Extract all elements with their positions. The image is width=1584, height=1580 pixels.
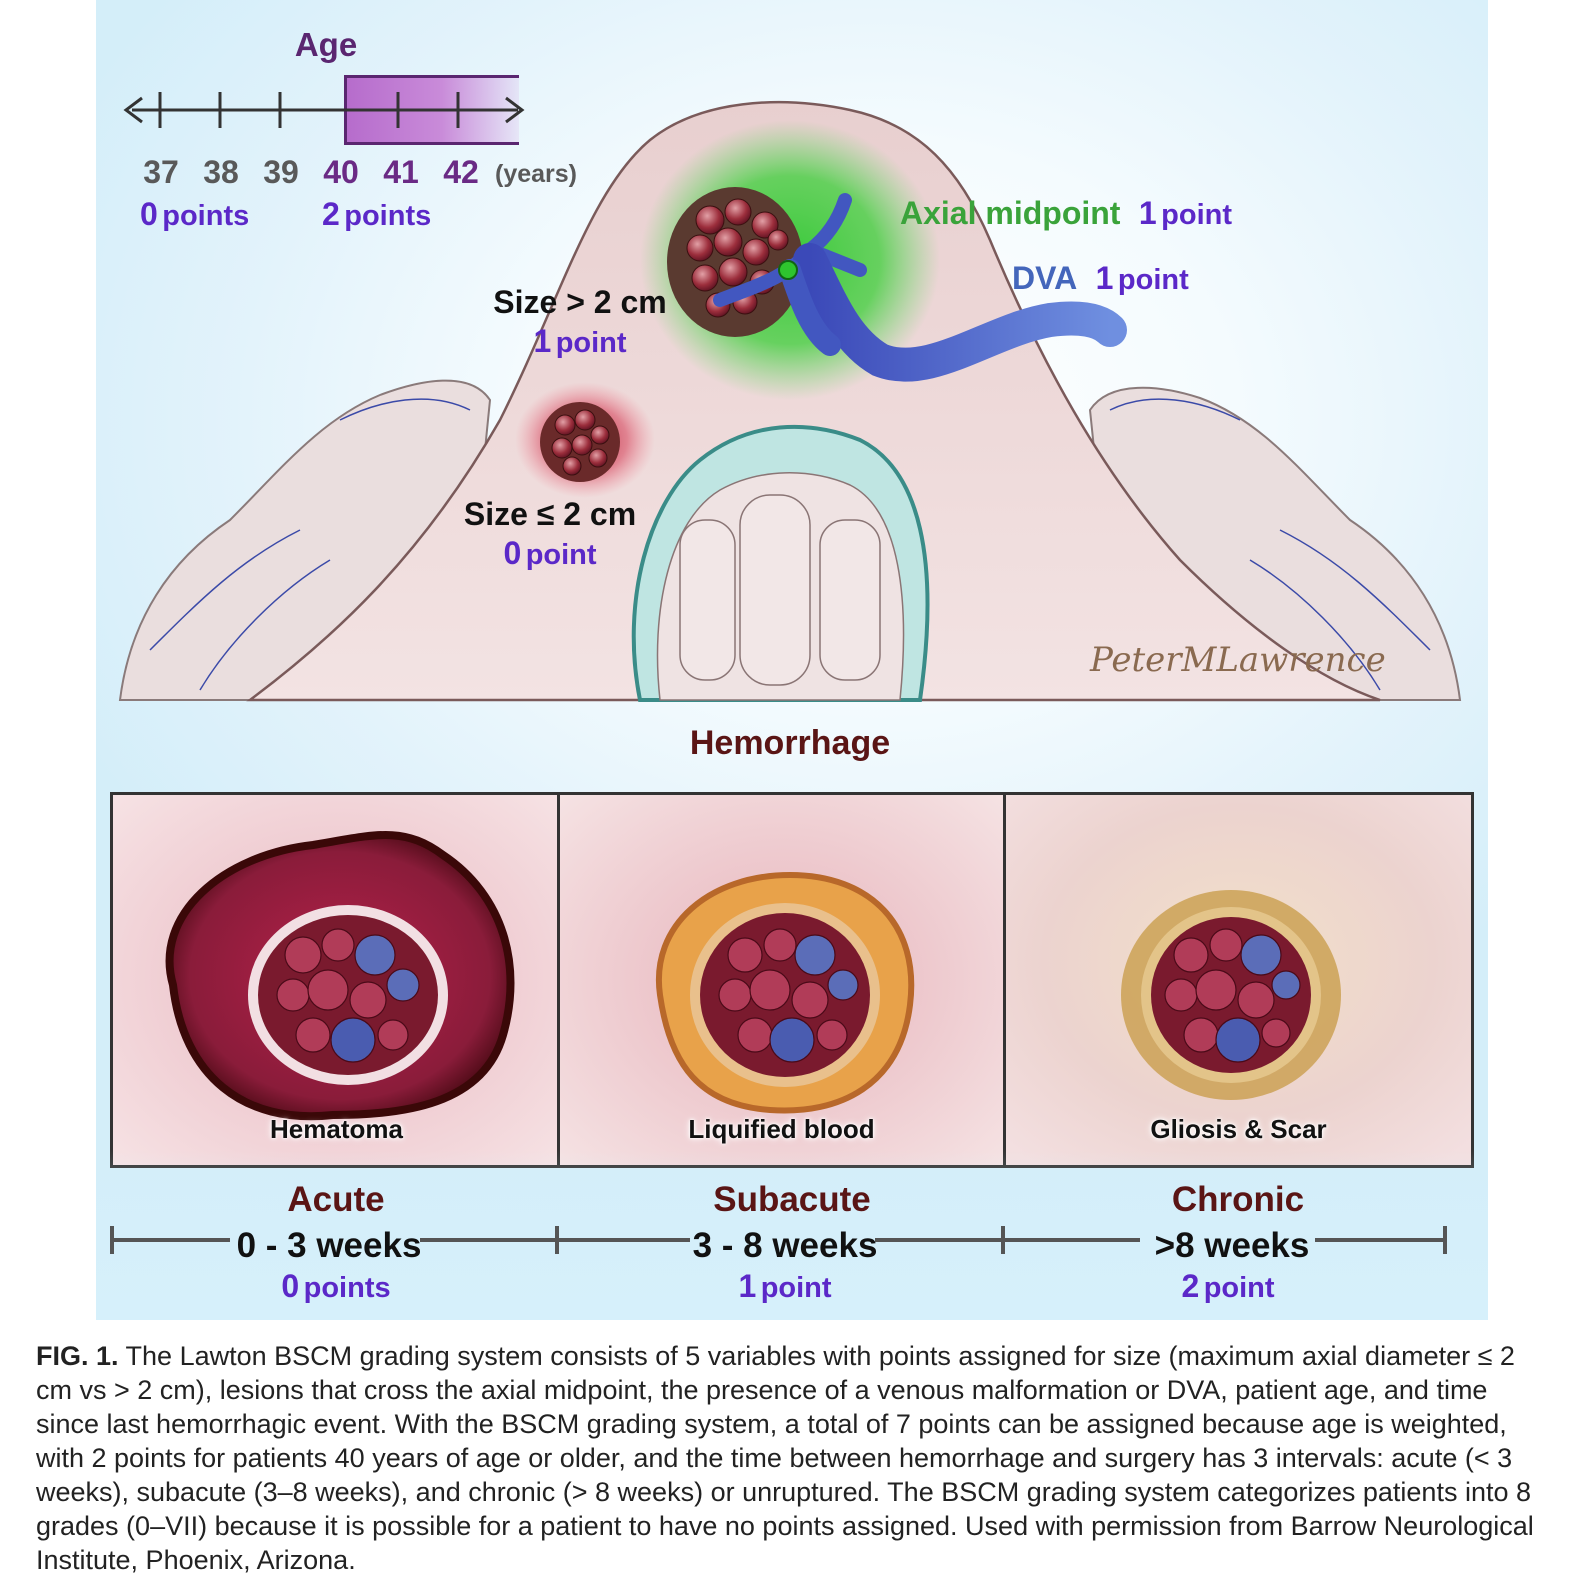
panel-divider-2	[1003, 792, 1006, 1168]
age-points-high: 2 points	[322, 196, 432, 232]
phase-title-acute: Acute	[287, 1180, 385, 1219]
axial-midpoint-label: Axial midpoint 1 point	[900, 195, 1233, 231]
phase-range-chronic: >8 weeks	[1154, 1226, 1310, 1265]
hemorrhage-timeline	[110, 1226, 1447, 1254]
age-tick-42: 42	[443, 154, 479, 190]
age-points-low: 0 points	[140, 196, 250, 232]
age-tick-37: 37	[143, 154, 179, 190]
brainstem-body	[246, 100, 1381, 702]
panel-hematoma: Hematoma	[113, 795, 560, 1165]
age-title: Age	[294, 26, 358, 63]
artist-signature: PeterMLawrence	[1090, 640, 1386, 680]
size-small-label: Size ≤ 2 cm 0 point	[463, 496, 637, 571]
gliosis-scar-illustration	[1006, 795, 1471, 1165]
figure-caption-text: The Lawton BSCM grading system consists …	[36, 1341, 1534, 1575]
panel-divider-1	[557, 792, 560, 1168]
lower-background	[96, 1150, 1488, 1320]
figure-caption: FIG. 1. The Lawton BSCM grading system c…	[36, 1339, 1556, 1577]
panel-caption-liquified-blood: Liquified blood	[688, 1114, 875, 1144]
age-unit: (years)	[495, 160, 577, 188]
brainstem-illustration	[118, 100, 1462, 702]
large-lesion	[667, 187, 803, 337]
liquified-blood-illustration	[560, 795, 1003, 1165]
dva-label: DVA 1 point	[1012, 260, 1189, 296]
panel-caption-hematoma: Hematoma	[270, 1114, 403, 1144]
age-tick-39: 39	[263, 154, 299, 190]
phase-points-subacute: 1 point	[738, 1268, 832, 1304]
phase-range-acute: 0 - 3 weeks	[236, 1226, 422, 1265]
age-tick-40: 40	[323, 154, 359, 190]
hematoma-illustration	[113, 795, 560, 1165]
panel-liquified-blood: Liquified blood	[560, 795, 1003, 1165]
age-tick-41: 41	[383, 154, 419, 190]
age-tick-38: 38	[203, 154, 239, 190]
small-lesion	[515, 382, 655, 498]
phase-title-chronic: Chronic	[1171, 1180, 1305, 1219]
phase-points-chronic: 2 point	[1181, 1268, 1275, 1304]
phase-points-acute: 0 points	[281, 1268, 391, 1304]
age-axis	[123, 92, 525, 128]
panel-caption-gliosis-scar: Gliosis & Scar	[1150, 1114, 1327, 1144]
panel-gliosis-scar: Gliosis & Scar	[1006, 795, 1471, 1165]
phase-title-subacute: Subacute	[713, 1180, 871, 1219]
figure-label: FIG. 1.	[36, 1341, 119, 1371]
fourth-ventricle	[631, 424, 930, 702]
hemorrhage-title: Hemorrhage	[689, 724, 891, 762]
phase-range-subacute: 3 - 8 weeks	[692, 1226, 878, 1265]
size-large-label: Size > 2 cm 1 point	[493, 284, 667, 359]
dva-vein	[713, 193, 1127, 382]
